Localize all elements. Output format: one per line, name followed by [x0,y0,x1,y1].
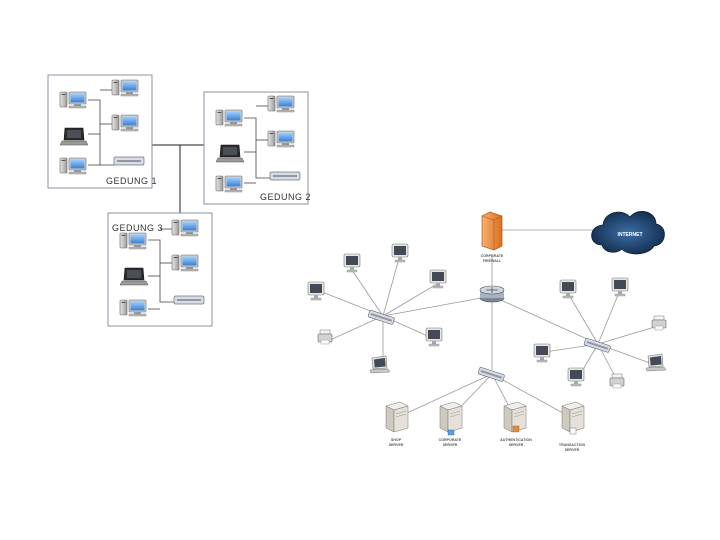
building-3-label: GEDUNG 3 [112,223,163,233]
server-label: SERVER [389,443,404,447]
building-2-label: GEDUNG 2 [260,192,311,202]
switch-icon [173,295,205,305]
server-label: TRANSACTION [559,443,586,447]
firewall-label-line2: FIREWALL [483,259,502,263]
building-3-panel: GEDUNG 3 [107,212,213,327]
transaction-server-badge [569,427,577,435]
server-label: CORPORATE [439,438,462,442]
printer-icon [609,373,625,389]
corporate-server-icon [439,401,463,433]
server-label: SERVER [509,443,524,447]
workstation-monitor-icon [559,279,577,299]
workstation-monitor-icon [307,281,325,301]
internet-label: INTERNET [618,232,643,238]
building-1-label: GEDUNG 1 [106,176,157,186]
firewall-label-line1: CORPORATE [481,254,504,258]
workstation-monitor-icon [533,343,551,363]
workstation-monitor-icon [429,269,447,289]
building-2-panel: GEDUNG 2 [203,91,311,205]
right-switch-icon [583,338,611,353]
auth-key-badge [512,425,520,433]
server-label: SERVER [443,443,458,447]
transaction-server-icon [561,401,585,433]
building-3-links [148,228,174,310]
workstation-monitor-icon [567,367,585,387]
router-icon [479,285,505,303]
server-switch-icon [477,367,505,382]
internet-cloud-icon [591,210,665,255]
building-1-links [88,89,114,166]
shop-server-icon [385,401,409,433]
server-label: AUTHENTICATION [500,438,532,442]
workstation-monitor-icon [343,253,361,273]
building-backbone-links [152,144,204,213]
server-label: SHOP [391,438,402,442]
left-switch-icon [367,310,395,325]
server-label: SERVER [565,448,580,452]
printer-icon [317,329,333,345]
laptop-icon [645,353,667,372]
laptop-icon [369,355,391,374]
corporate-network-links [321,229,659,419]
building-1-panel: GEDUNG 1 [47,74,157,189]
firewall-icon [481,211,503,251]
building-2-links [244,105,270,184]
corporate-server-badge [447,429,455,436]
printer-icon [651,315,667,331]
workstation-monitor-icon [611,277,629,297]
workstation-monitor-icon [425,327,443,347]
workstation-monitor-icon [391,243,409,263]
switch-icon [269,171,301,181]
switch-icon [113,156,145,166]
